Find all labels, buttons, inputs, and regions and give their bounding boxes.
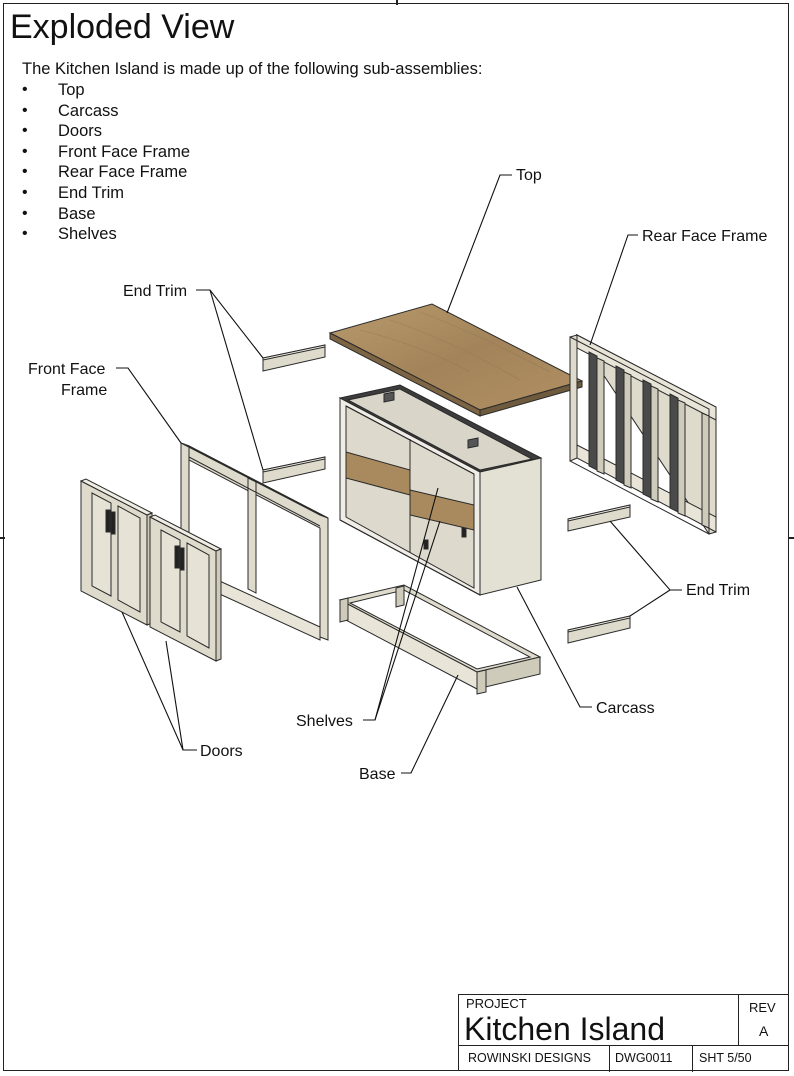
- title-block-divider: [459, 1045, 788, 1046]
- title-block-divider: [609, 1045, 610, 1072]
- title-block-divider: [692, 1045, 693, 1072]
- sub-assembly-list: Top Carcass Doors Front Face Frame Rear …: [22, 80, 190, 245]
- list-item: Doors: [22, 121, 190, 142]
- callout-shelves: Shelves: [296, 713, 353, 730]
- callout-front-face-frame-line1: Front Face: [28, 361, 105, 378]
- rev-label: REV: [749, 1000, 776, 1015]
- callout-doors: Doors: [200, 743, 243, 760]
- callout-front-face-frame-line2: Frame: [61, 382, 107, 399]
- list-item: Carcass: [22, 101, 190, 122]
- list-item: Top: [22, 80, 190, 101]
- callout-base: Base: [359, 766, 396, 783]
- list-item: Front Face Frame: [22, 142, 190, 163]
- callout-end-trim-left: End Trim: [123, 283, 187, 300]
- doors: [79, 478, 223, 662]
- callout-rear-face-frame: Rear Face Frame: [642, 228, 767, 245]
- base: [338, 584, 542, 695]
- list-item: Rear Face Frame: [22, 162, 190, 183]
- leader-lines: [116, 174, 682, 774]
- carcass: [338, 384, 543, 596]
- list-item: Base: [22, 204, 190, 225]
- project-label: PROJECT: [466, 996, 527, 1011]
- left-center-mark: [0, 537, 5, 539]
- top-panel: [328, 303, 584, 417]
- intro-text: The Kitchen Island is made up of the fol…: [22, 60, 483, 78]
- page-title: Exploded View: [10, 8, 235, 46]
- rear-face-frame: [569, 333, 717, 535]
- right-center-mark: [789, 537, 794, 539]
- rev-value: A: [759, 1023, 769, 1039]
- drawing-number: DWG0011: [615, 1051, 673, 1065]
- title-block: PROJECT Kitchen Island REV A ROWINSKI DE…: [458, 994, 789, 1072]
- project-name: Kitchen Island: [464, 1011, 666, 1047]
- sheet-number: SHT 5/50: [699, 1051, 752, 1065]
- list-item: Shelves: [22, 224, 190, 245]
- list-item: End Trim: [22, 183, 190, 204]
- title-block-divider: [738, 995, 739, 1045]
- callout-carcass: Carcass: [596, 700, 655, 717]
- front-face-frame: [180, 442, 329, 641]
- callout-end-trim-right: End Trim: [686, 582, 750, 599]
- company-name: ROWINSKI DESIGNS: [468, 1051, 591, 1065]
- callout-top: Top: [516, 167, 542, 184]
- top-center-mark: [396, 0, 398, 5]
- end-trim-pieces: [262, 344, 631, 644]
